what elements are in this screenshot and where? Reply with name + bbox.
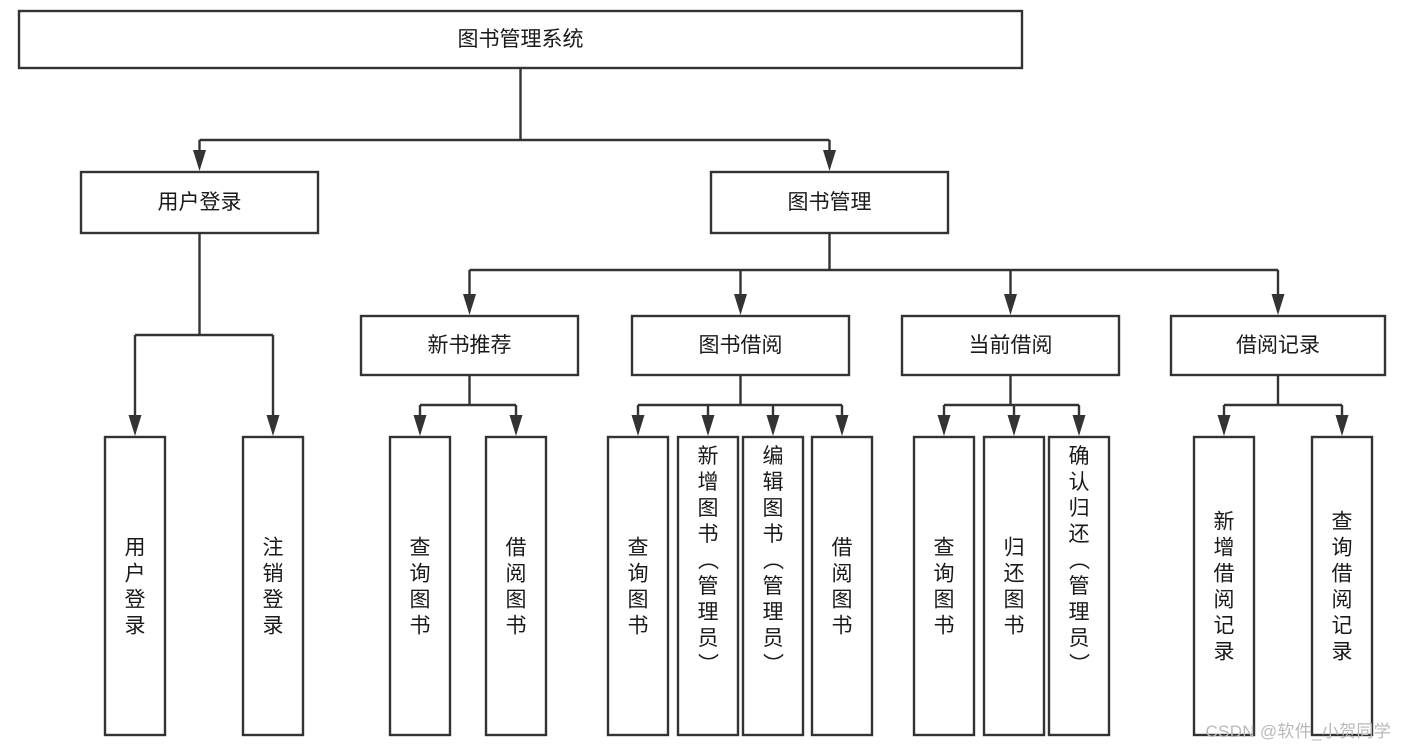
node-new-book-rec[interactable]: 新书推荐 (359, 314, 580, 377)
arrow-head-icon (937, 415, 951, 436)
node-box[interactable] (676, 435, 740, 737)
node-leaf-return-book[interactable]: 归还图书 (982, 435, 1046, 737)
node-leaf-edit-book[interactable]: 编辑图书（管理员） (741, 435, 805, 737)
arrow-head-icon (1072, 415, 1086, 436)
node-box[interactable] (709, 170, 950, 235)
node-box[interactable] (741, 435, 805, 737)
arrow-head-icon (631, 415, 645, 436)
node-label: 借阅图书 (506, 536, 527, 637)
node-leaf-query-book-3[interactable]: 查询图书 (912, 435, 976, 737)
node-box[interactable] (912, 435, 976, 737)
node-leaf-borrow-book-2[interactable]: 借阅图书 (810, 435, 874, 737)
node-box[interactable] (103, 435, 167, 737)
node-box[interactable] (1310, 435, 1374, 737)
arrow-head-icon (509, 415, 523, 436)
node-label: 用户登录 (125, 536, 146, 637)
node-label: 确认归还（管理员） (1069, 445, 1091, 676)
node-leaf-add-book[interactable]: 新增图书（管理员） (676, 435, 740, 737)
watermark-label: CSDN @软件_小贺同学 (1205, 722, 1391, 741)
node-user-login[interactable]: 用户登录 (79, 170, 320, 235)
node-label: 图书借阅 (699, 334, 783, 357)
arrow-head-icon (1271, 294, 1285, 315)
node-leaf-query-book-2[interactable]: 查询图书 (606, 435, 670, 737)
node-label: 借阅记录 (1236, 334, 1320, 357)
node-box[interactable] (484, 435, 548, 737)
connector-group (937, 375, 1086, 436)
node-label: 用户登录 (158, 191, 242, 214)
node-box[interactable] (1047, 435, 1111, 737)
node-box[interactable] (810, 435, 874, 737)
node-box[interactable] (606, 435, 670, 737)
arrow-head-icon (1335, 415, 1349, 436)
node-leaf-borrow-book-1[interactable]: 借阅图书 (484, 435, 548, 737)
node-label: 查询图书 (934, 536, 955, 637)
node-label: 图书管理系统 (458, 28, 584, 51)
arrow-head-icon (823, 150, 836, 171)
node-book-borrow[interactable]: 图书借阅 (630, 314, 851, 377)
node-box[interactable] (900, 314, 1121, 377)
node-leaf-user-login[interactable]: 用户登录 (103, 435, 167, 737)
node-label: 新增借阅记录 (1214, 510, 1235, 663)
node-root[interactable]: 图书管理系统 (17, 9, 1024, 70)
arrow-head-icon (766, 415, 780, 436)
connector-group (128, 233, 280, 436)
node-label: 查询图书 (410, 536, 431, 637)
connector-group (463, 233, 1285, 315)
node-box[interactable] (1169, 314, 1387, 377)
node-box[interactable] (388, 435, 452, 737)
node-box[interactable] (17, 9, 1024, 70)
node-leaf-confirm-return[interactable]: 确认归还（管理员） (1047, 435, 1111, 737)
node-label: 查询图书 (628, 536, 649, 637)
node-label: 当前借阅 (969, 334, 1053, 357)
node-label: 新书推荐 (428, 334, 512, 357)
node-box[interactable] (79, 170, 320, 235)
connector-group (631, 375, 849, 436)
node-layer: 图书管理系统用户登录图书管理新书推荐图书借阅当前借阅借阅记录用户登录注销登录查询… (17, 9, 1387, 737)
node-borrow-record[interactable]: 借阅记录 (1169, 314, 1387, 377)
arrow-head-icon (193, 150, 206, 171)
arrow-head-icon (128, 415, 142, 436)
node-leaf-logout[interactable]: 注销登录 (241, 435, 305, 737)
connector-layer (128, 68, 1349, 436)
connector-group (1217, 375, 1349, 436)
node-label: 注销登录 (263, 536, 284, 637)
node-leaf-query-record[interactable]: 查询借阅记录 (1310, 435, 1374, 737)
arrow-head-icon (734, 294, 747, 315)
node-book-manage[interactable]: 图书管理 (709, 170, 950, 235)
node-leaf-add-record[interactable]: 新增借阅记录 (1192, 435, 1256, 737)
node-box[interactable] (630, 314, 851, 377)
arrow-head-icon (413, 415, 427, 436)
arrow-head-icon (463, 294, 476, 315)
arrow-head-icon (1217, 415, 1231, 436)
node-box[interactable] (359, 314, 580, 377)
arrow-head-icon (266, 415, 280, 436)
node-label: 图书管理 (788, 191, 872, 214)
arrow-head-icon (1007, 415, 1021, 436)
node-label: 编辑图书（管理员） (763, 445, 785, 676)
arrow-head-icon (1004, 294, 1017, 315)
node-leaf-query-book-1[interactable]: 查询图书 (388, 435, 452, 737)
arrow-head-icon (701, 415, 715, 436)
node-label: 新增图书（管理员） (698, 445, 720, 676)
connector-group (193, 68, 836, 171)
node-label: 归还图书 (1004, 536, 1025, 637)
node-label: 借阅图书 (832, 536, 853, 637)
node-label: 查询借阅记录 (1332, 510, 1353, 663)
node-current-borrow[interactable]: 当前借阅 (900, 314, 1121, 377)
node-box[interactable] (982, 435, 1046, 737)
arrow-head-icon (835, 415, 849, 436)
node-box[interactable] (241, 435, 305, 737)
node-box[interactable] (1192, 435, 1256, 737)
connector-group (413, 375, 523, 436)
